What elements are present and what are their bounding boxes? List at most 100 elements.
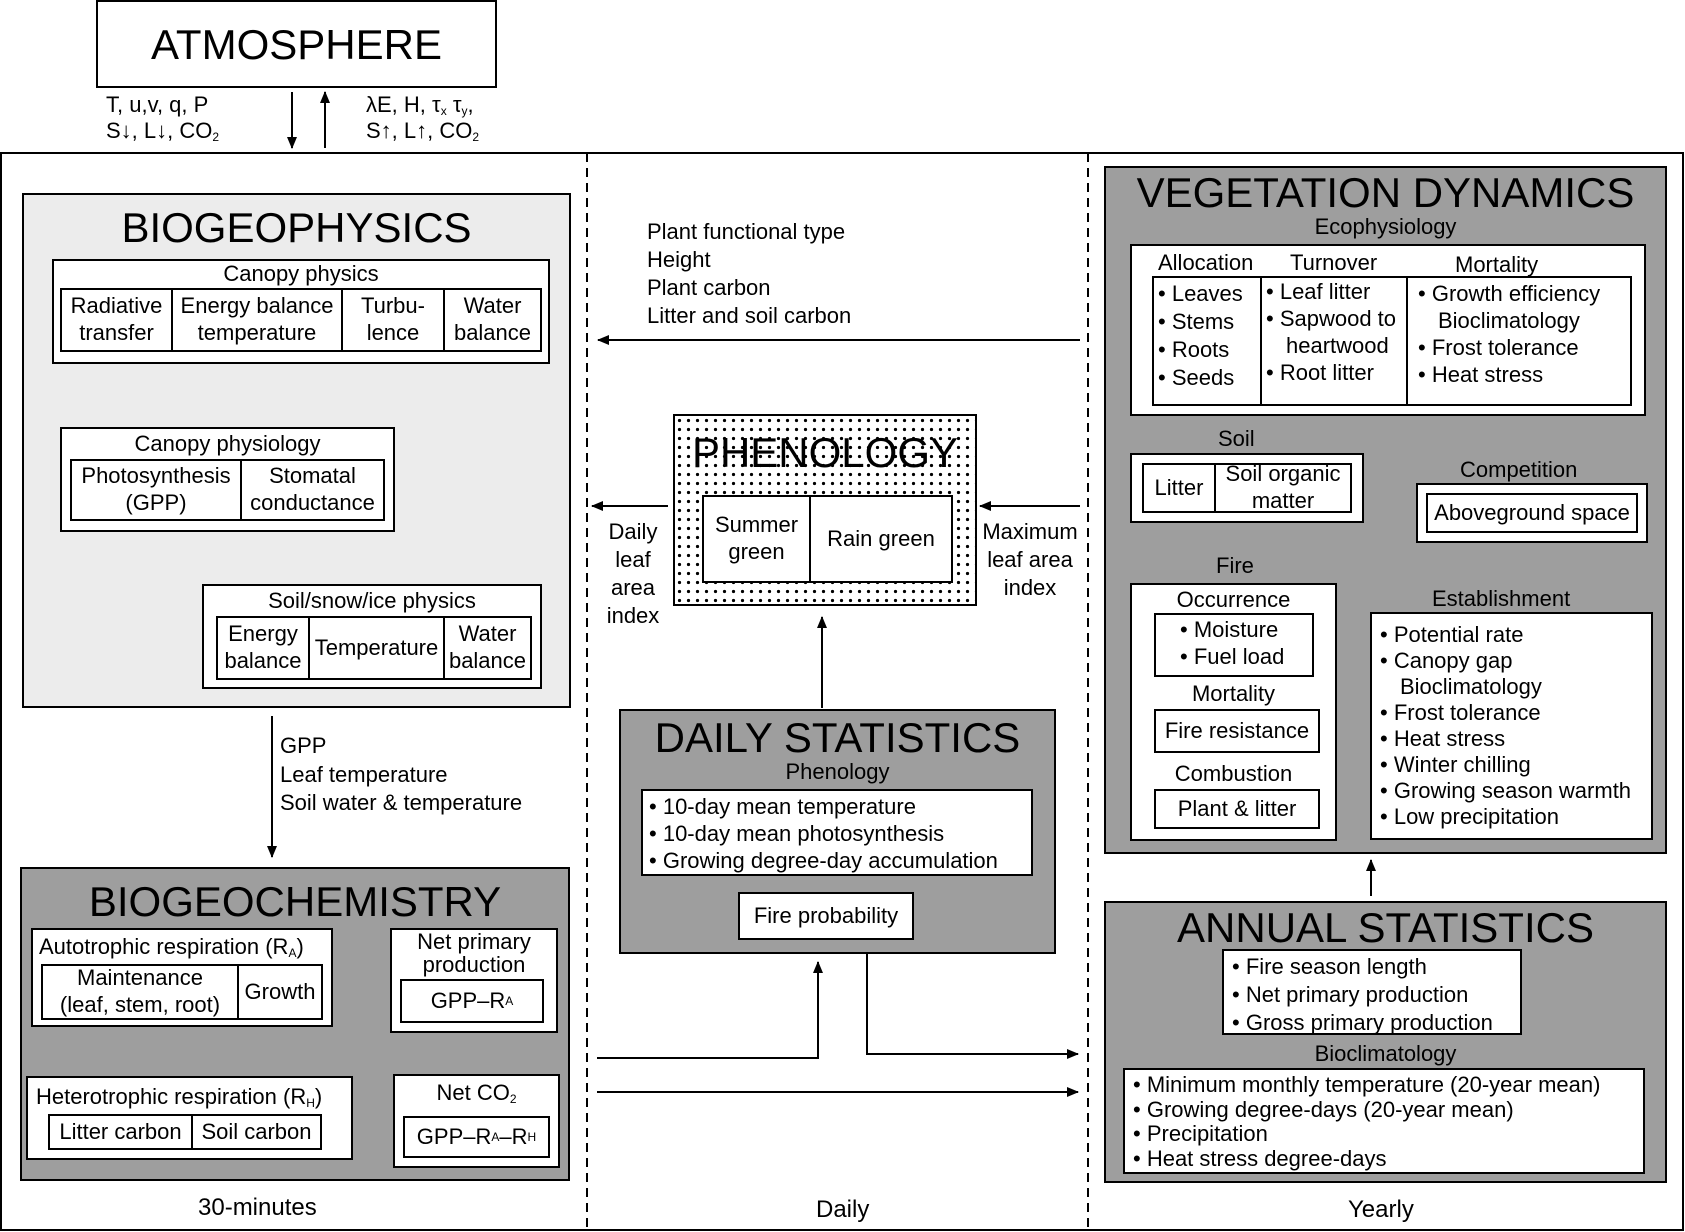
heterotrophic-title: Heterotrophic respiration (RH) (36, 1084, 323, 1110)
list-item: Low precipitation (1380, 804, 1651, 830)
list-item: Frost tolerance (1418, 334, 1630, 361)
atmosphere-title: ATMOSPHERE (151, 21, 442, 68)
phenology-title: PHENOLOGY (691, 429, 959, 476)
list-item: Heat stress (1418, 361, 1630, 388)
list-item: Heat stress degree-days (1133, 1146, 1643, 1172)
cell-turbulence: Turbu-lence (341, 290, 443, 350)
list-item: 10-day mean temperature (649, 794, 1031, 821)
list-item: Potential rate (1380, 622, 1651, 648)
biogeochemistry-title: BIOGEOCHEMISTRY (88, 878, 502, 925)
list-item: Growing degree-day accumulation (649, 848, 1031, 875)
fire-occurrence-box: Moisture Fuel load (1154, 613, 1314, 677)
atmosphere-box: ATMOSPHERE (96, 0, 497, 88)
heterotrophic-box: Heterotrophic respiration (RH) Litter ca… (26, 1076, 353, 1160)
bioclimatology-box: Minimum monthly temperature (20-year mea… (1123, 1068, 1645, 1174)
list-item: Gross primary production (1232, 1009, 1520, 1037)
cell-photosynthesis: Photosynthesis(GPP) (81, 463, 231, 515)
autotrophic-box: Autotrophic respiration (RA) Maintenance… (31, 928, 333, 1027)
allocation-title: Allocation (1158, 250, 1254, 275)
daily-statistics-list-box: 10-day mean temperature 10-day mean phot… (641, 789, 1033, 876)
cell-temperature: Temperature (308, 618, 443, 678)
list-item: Sapwood to (1266, 305, 1406, 332)
allocation-column: Leaves Stems Roots Seeds (1154, 278, 1262, 404)
daily-statistics-title: DAILY STATISTICS (654, 714, 1021, 761)
list-item: Growing season warmth (1380, 778, 1651, 804)
gpp-flow-label: GPP Leaf temperature Soil water & temper… (280, 732, 522, 818)
atmosphere-outputs-line2: S↑, L↑, CO2 (366, 118, 480, 145)
turnover-column: Leaf litter Sapwood to heartwood Root li… (1262, 278, 1408, 404)
arrow-to-daily-stats (597, 961, 823, 1059)
list-item: Moisture (1180, 617, 1312, 644)
timescale-30-minutes: 30-minutes (198, 1194, 317, 1221)
cell-maintenance: Maintenance(leaf, stem, root) (59, 965, 221, 1017)
daily-statistics-box: DAILY STATISTICS Phenology 10-day mean t… (619, 709, 1056, 954)
annual-statistics-title: ANNUAL STATISTICS (1177, 904, 1594, 951)
gpp-flow-gpp: GPP (280, 733, 327, 758)
ecophysiology-table: Leaves Stems Roots Seeds Leaf litter Sap… (1152, 276, 1632, 406)
canopy-physics-title: Canopy physics (223, 261, 379, 286)
list-item: Heat stress (1380, 726, 1651, 752)
atmosphere-inputs: T, u,v, q, P S↓, L↓, CO2 (106, 92, 219, 145)
soil-physics-title: Soil/snow/ice physics (268, 588, 476, 613)
fire-title: Fire (1216, 553, 1254, 578)
vegetation-dynamics-subtitle: Ecophysiology (1314, 214, 1457, 239)
cell-rain-green: Rain green (809, 497, 951, 581)
list-item: Leaves (1158, 280, 1260, 308)
competition-box: Aboveground space (1416, 483, 1648, 543)
competition-title: Competition (1460, 457, 1578, 482)
veg-feedback-height: Height (647, 247, 711, 273)
list-item: 10-day mean photosynthesis (649, 821, 1031, 848)
list-item: Seeds (1158, 364, 1260, 392)
canopy-physiology-title: Canopy physiology (134, 431, 321, 456)
daily-statistics-subtitle: Phenology (785, 759, 890, 784)
list-item: Precipitation (1133, 1122, 1643, 1147)
list-item: Fire season length (1232, 953, 1520, 981)
list-item: Fuel load (1180, 644, 1312, 671)
atmosphere-inputs-line2: S↓, L↓, CO2 (106, 118, 220, 145)
atmosphere-inputs-line1: T, u,v, q, P (106, 92, 209, 117)
heterotrophic-row: Litter carbon Soil carbon (48, 1114, 322, 1150)
gpp-flow-leaf-temperature: Leaf temperature (280, 761, 448, 787)
fire-resistance-box: Fire resistance (1154, 709, 1320, 753)
list-item: Root litter (1266, 359, 1406, 386)
list-item: Leaf litter (1266, 278, 1406, 305)
veg-feedback-litter-soil-carbon: Litter and soil carbon (647, 303, 852, 329)
mortality-column: Growth efficiency Bioclimatology Frost t… (1408, 278, 1630, 404)
arrow-daily-to-annual (866, 954, 1079, 1059)
mortality-title: Mortality (1455, 252, 1539, 277)
bioclimatology-title: Bioclimatology (1314, 1041, 1457, 1066)
list-item: Roots (1158, 336, 1260, 364)
vegetation-dynamics-title: VEGETATION DYNAMICS (1136, 169, 1635, 216)
fire-box: Occurrence Moisture Fuel load Mortality … (1130, 583, 1337, 841)
fire-occurrence-title: Occurrence (1176, 587, 1291, 612)
fire-probability-box: Fire probability (738, 892, 914, 940)
fire-combustion-title: Combustion (1174, 761, 1293, 786)
list-item: Canopy gap (1380, 648, 1651, 674)
establishment-box: Potential rate Canopy gap Bioclimatology… (1370, 612, 1653, 840)
list-item: Bioclimatology (1438, 308, 1580, 334)
fire-mortality-title: Mortality (1191, 681, 1276, 706)
autotrophic-title: Autotrophic respiration (RA) (39, 934, 304, 960)
atmosphere-outputs-line1: λE, H, τx τy, (366, 92, 474, 118)
list-item: Growing degree-days (20-year mean) (1133, 1097, 1643, 1123)
